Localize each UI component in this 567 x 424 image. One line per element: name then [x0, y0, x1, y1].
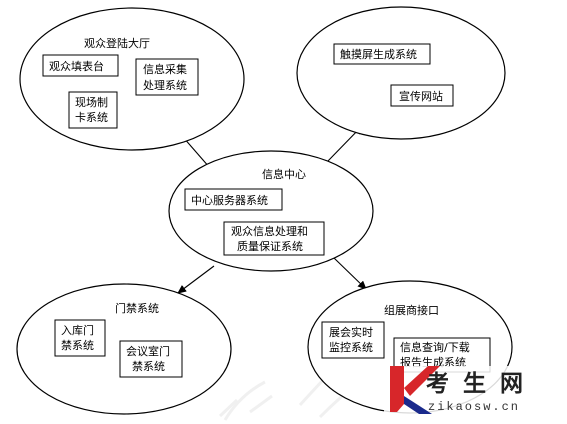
box-central-server [184, 188, 283, 211]
box-audience-info-quality-label-1: 观众信息处理和 [231, 224, 308, 238]
logo-k-blue-part [404, 396, 432, 414]
site-logo-watermark: 考 生 网 zikaosw.cn [384, 366, 560, 418]
node-top-right: 触摸屏生成系统 宣传网站 [296, 6, 506, 140]
logo-k-red-diagonal [404, 366, 440, 396]
box-info-collection [135, 58, 199, 96]
box-central-server-label: 中心服务器系统 [191, 194, 268, 207]
box-meeting-room-access [119, 340, 183, 378]
box-touchscreen-system-label: 触摸屏生成系统 [340, 47, 417, 61]
logo-main-text: 考 生 网 [426, 370, 526, 397]
arrow-to-bottom-left [177, 265, 215, 294]
node-top-left-title: 观众登陆大厅 [84, 36, 150, 50]
logo-k-mark [390, 366, 440, 414]
node-center: 信息中心 中心服务器系统 观众信息处理和 质量保证系统 [168, 150, 374, 272]
box-onsite-card-making-label-1: 现场制 [75, 95, 108, 109]
logo-k-red-part [390, 366, 404, 412]
box-realtime-monitoring-label-1: 展会实时 [329, 325, 373, 339]
box-promo-website [390, 84, 454, 107]
box-touchscreen-system [333, 43, 431, 65]
node-bottom-left: 门禁系统 入库门 禁系统 会议室门 禁系统 [16, 283, 232, 415]
box-info-query-report-label-2: 报告生成系统 [400, 355, 466, 369]
box-realtime-monitoring-label-2: 监控系统 [329, 340, 373, 354]
node-top-left: 观众登陆大厅 观众填表台 信息采集 处理系统 现场制 卡系统 [19, 7, 245, 151]
box-info-collection-label-1: 信息采集 [143, 62, 187, 76]
node-top-right-ellipse [296, 6, 506, 140]
box-info-collection-label-2: 处理系统 [143, 79, 187, 92]
arrow-to-bottom-right [333, 257, 367, 290]
box-audience-info-quality [223, 221, 325, 256]
box-audience-info-quality-label-2: 质量保证系统 [237, 239, 303, 253]
box-meeting-room-access-label-2: 禁系统 [132, 360, 165, 373]
node-top-left-ellipse [19, 7, 245, 151]
logo-url-text: zikaosw.cn [428, 400, 520, 414]
node-center-title: 信息中心 [262, 167, 306, 181]
box-realtime-monitoring [321, 321, 385, 359]
box-audience-form-desk [42, 54, 119, 77]
node-bottom-left-title: 门禁系统 [115, 301, 159, 315]
box-meeting-room-access-label-1: 会议室门 [126, 344, 170, 358]
box-audience-form-desk-label: 观众填表台 [49, 59, 104, 73]
box-onsite-card-making-label-2: 卡系统 [75, 111, 108, 124]
box-warehouse-access [54, 319, 106, 357]
box-onsite-card-making [68, 91, 118, 129]
box-promo-website-label: 宣传网站 [399, 89, 443, 103]
box-warehouse-access-label-2: 禁系统 [61, 339, 94, 352]
node-bottom-right-title: 组展商接口 [384, 303, 439, 317]
box-warehouse-access-label-1: 入库门 [61, 323, 94, 337]
box-info-query-report-label-1: 信息查询/下载 [400, 340, 470, 354]
